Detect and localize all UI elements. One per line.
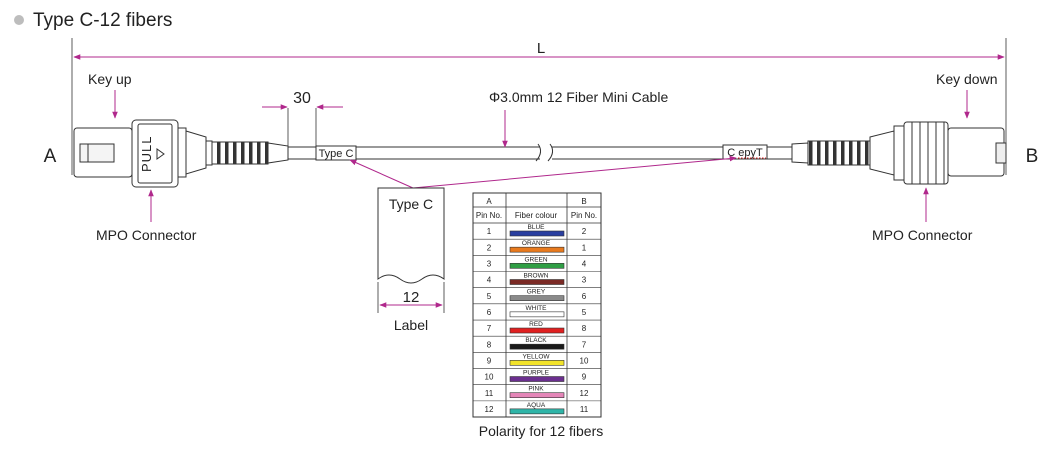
fiber-colour-swatch bbox=[509, 230, 565, 237]
fiber-colour-name: GREEN bbox=[524, 256, 547, 263]
pin-b: 8 bbox=[582, 324, 587, 333]
fiber-colour-swatch bbox=[509, 408, 565, 415]
pin-a: 10 bbox=[485, 373, 494, 382]
pin-a: 7 bbox=[487, 324, 492, 333]
page-title: Type C-12 fibers bbox=[33, 10, 172, 31]
label-sketch-text: Type C bbox=[389, 196, 433, 212]
table-row: 8 BLACK 7 bbox=[473, 335, 601, 350]
pin-b: 5 bbox=[582, 308, 587, 317]
pin-a: 12 bbox=[485, 405, 494, 414]
table-row: 9 YELLOW 10 bbox=[473, 352, 601, 366]
pin-a: 1 bbox=[487, 227, 492, 236]
key-down-label: Key down bbox=[936, 71, 997, 87]
fiber-colour-swatch bbox=[509, 311, 565, 318]
fiber-colour-name: WHITE bbox=[526, 305, 548, 312]
bullet-icon bbox=[14, 15, 24, 25]
fiber-colour-swatch bbox=[509, 360, 565, 366]
fiber-colour-name: GREY bbox=[527, 289, 546, 296]
table-row: 2 ORANGE 1 bbox=[473, 238, 601, 253]
table-row: 3 GREEN 4 bbox=[473, 255, 601, 269]
tag-b-box bbox=[722, 144, 768, 160]
table-col-pin-b: Pin No. bbox=[571, 211, 597, 220]
label-width-text: 12 bbox=[403, 289, 420, 306]
fiber-colour-swatch bbox=[509, 327, 565, 334]
cable-body bbox=[288, 143, 792, 162]
mpo-connector-b bbox=[869, 121, 1007, 185]
boot-tip-a bbox=[267, 142, 289, 164]
pin-b: 6 bbox=[582, 292, 587, 301]
pin-a: 4 bbox=[487, 276, 492, 285]
boot-b bbox=[807, 140, 871, 166]
table-row: 1 BLUE 2 bbox=[487, 224, 587, 237]
fiber-colour-name: YELLOW bbox=[522, 353, 550, 360]
fiber-colour-swatch bbox=[509, 263, 565, 269]
leader-to-tag-a bbox=[349, 159, 414, 189]
fiber-colour-name: ORANGE bbox=[522, 240, 551, 247]
dim-30-label: 30 bbox=[293, 90, 311, 107]
tag-a-box bbox=[315, 145, 357, 161]
table-col-pin-a: Pin No. bbox=[476, 211, 502, 220]
pin-b: 9 bbox=[582, 373, 587, 382]
pin-b: 1 bbox=[582, 243, 587, 252]
pin-a: 3 bbox=[487, 259, 492, 268]
key-up-label: Key up bbox=[88, 71, 132, 87]
pin-b: 12 bbox=[580, 389, 589, 398]
fiber-colour-name: BLACK bbox=[525, 337, 547, 344]
fiber-colour-swatch bbox=[509, 343, 565, 350]
cable-label: Φ3.0mm 12 Fiber Mini Cable bbox=[489, 89, 668, 105]
table-row: 12 AQUA 11 bbox=[473, 400, 601, 415]
fiber-colour-name: PURPLE bbox=[523, 370, 550, 377]
table-header-a: A bbox=[486, 197, 492, 206]
fiber-colour-name: AQUA bbox=[527, 402, 546, 409]
fiber-colour-swatch bbox=[509, 392, 565, 399]
fiber-colour-name: RED bbox=[529, 321, 543, 328]
pin-a: 9 bbox=[487, 356, 492, 365]
pin-b: 10 bbox=[580, 356, 589, 365]
key-triangle-icon bbox=[156, 148, 165, 160]
fiber-colour-name: BLUE bbox=[528, 224, 546, 231]
pull-label: PULL bbox=[139, 135, 154, 172]
table-row: 5 GREY 6 bbox=[473, 287, 601, 301]
connector-b-label: MPO Connector bbox=[872, 227, 973, 243]
fiber-colour-name: BROWN bbox=[524, 273, 549, 280]
length-label: L bbox=[537, 40, 545, 57]
connector-a-label: MPO Connector bbox=[96, 227, 197, 243]
pin-b: 2 bbox=[582, 227, 587, 236]
end-b-label: B bbox=[1026, 146, 1039, 167]
pin-b: 3 bbox=[582, 276, 587, 285]
boot-tip-b bbox=[791, 142, 809, 164]
label-caption: Label bbox=[394, 317, 428, 333]
boot-a bbox=[211, 141, 269, 165]
fiber-colour-swatch bbox=[509, 279, 565, 285]
pin-b: 11 bbox=[580, 405, 589, 414]
pin-a: 2 bbox=[487, 243, 492, 252]
table-header-b: B bbox=[581, 197, 586, 206]
table-row: 7 RED 8 bbox=[473, 319, 601, 334]
pin-a: 5 bbox=[487, 292, 492, 301]
pin-a: 11 bbox=[485, 389, 494, 398]
pin-a: 6 bbox=[487, 308, 492, 317]
leader-to-tag-b bbox=[412, 155, 737, 189]
tag-a-text: Type C bbox=[319, 148, 354, 160]
fiber-colour-swatch bbox=[509, 246, 565, 253]
table-row: 11 PINK 12 bbox=[473, 384, 601, 399]
pin-b: 4 bbox=[582, 259, 587, 268]
table-row: 6 WHITE 5 bbox=[473, 303, 601, 318]
table-caption: Polarity for 12 fibers bbox=[479, 423, 604, 439]
pin-b: 7 bbox=[582, 340, 587, 349]
fiber-colour-name: PINK bbox=[528, 386, 544, 393]
fiber-colour-swatch bbox=[509, 295, 565, 301]
pin-a: 8 bbox=[487, 340, 492, 349]
mpo-connector-a bbox=[73, 119, 213, 188]
table-row: 10 PURPLE 9 bbox=[473, 368, 601, 382]
table-row: 4 BROWN 3 bbox=[473, 271, 601, 285]
fiber-colour-swatch bbox=[509, 376, 565, 382]
label-sketch bbox=[377, 187, 445, 284]
table-col-colour: Fiber colour bbox=[515, 211, 558, 220]
end-a-label: A bbox=[44, 146, 57, 167]
tag-b-text: C epyT bbox=[727, 147, 763, 159]
